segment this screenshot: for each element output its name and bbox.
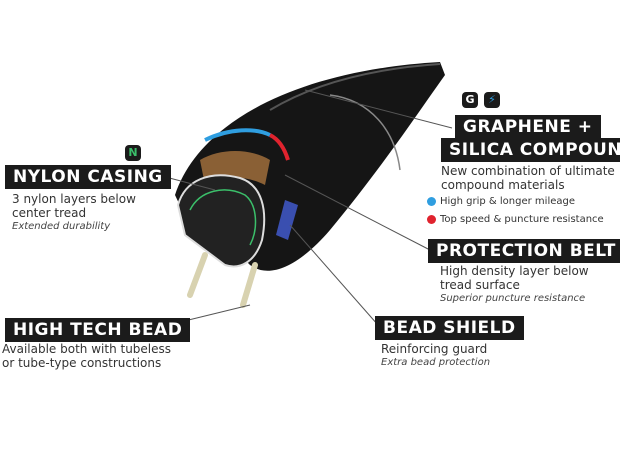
bullet-text: High grip & longer mileage: [440, 196, 576, 207]
graphene-icon: G: [462, 92, 478, 108]
blue-hexagon-icon: [427, 197, 436, 206]
bead-shield-title: BEAD SHIELD: [375, 316, 524, 340]
bead-desc: Available both with tubeless or tube-typ…: [2, 342, 172, 370]
nylon-icon: N: [125, 145, 141, 161]
nylon-desc-text: 3 nylon layers below center tread: [12, 192, 136, 220]
protection-note: Superior puncture resistance: [440, 293, 586, 304]
silica-icon: ⚡: [484, 92, 500, 108]
red-hexagon-icon: [427, 215, 436, 224]
bead-shield-desc-text: Reinforcing guard: [381, 342, 488, 356]
nylon-note: Extended durability: [12, 221, 111, 232]
compound-layer-blue: [204, 128, 271, 142]
bullet-text: Top speed & puncture resistance: [440, 214, 604, 225]
graphene-desc: New combination of ultimate compound mat…: [441, 164, 615, 192]
nylon-title: NYLON CASING: [5, 165, 171, 189]
protection-title: PROTECTION BELT: [428, 239, 620, 263]
silica-title: SILICA COMPOUND: [441, 138, 620, 162]
protection-desc-text: High density layer below tread surface: [440, 264, 589, 292]
bead-shield-note: Extra bead protection: [381, 357, 491, 368]
graphene-bullet-blue: High grip & longer mileage: [427, 196, 575, 207]
graphene-title: GRAPHENE +: [455, 115, 601, 139]
bead-shield-layer: [276, 200, 298, 240]
compound-layer-red: [269, 133, 290, 161]
bead-wire-right: [240, 262, 258, 308]
bead-wire-left: [187, 252, 208, 298]
graphene-bullet-red: Top speed & puncture resistance: [427, 214, 604, 225]
bead-title: HIGH TECH BEAD: [5, 318, 191, 342]
